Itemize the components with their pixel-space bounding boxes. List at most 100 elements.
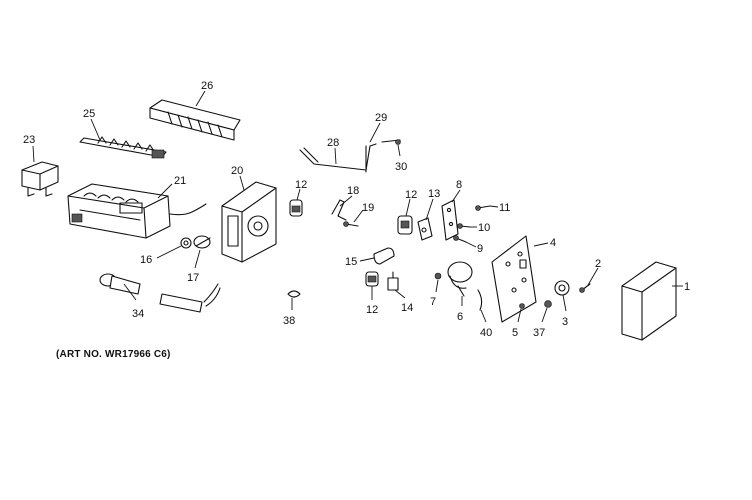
art-number-caption: (ART NO. WR17966 C6) [56, 349, 171, 360]
part-14-connector [387, 271, 399, 291]
callout-label: 40 [480, 327, 492, 339]
callout-37: 37 [533, 307, 548, 339]
part-1-cover [621, 261, 677, 341]
callout-19: 19 [353, 202, 374, 223]
part-15-plug [373, 247, 395, 265]
callout-label: 9 [477, 243, 483, 255]
part-9-screw [453, 235, 467, 243]
callout-3: 3 [562, 294, 568, 328]
callout-label: 16 [140, 254, 152, 266]
part-2-screw [579, 283, 591, 293]
part-wire-harness [159, 283, 221, 313]
callout-21: 21 [157, 175, 186, 199]
part-26-cover [149, 99, 241, 141]
part-12-clip-a [289, 199, 303, 217]
callout-6: 6 [457, 296, 463, 323]
callout-label: 12 [366, 304, 378, 316]
part-7-screw [434, 272, 442, 280]
callout-label: 12 [405, 189, 417, 201]
part-5-screw [519, 303, 525, 309]
callout-label: 12 [295, 179, 307, 191]
part-10-screw [457, 223, 471, 229]
part-13-switch [417, 217, 433, 241]
part-40-wire [477, 289, 483, 311]
callout-label: 2 [595, 258, 601, 270]
part-6-motor [447, 261, 473, 297]
part-21-ice-mold [67, 183, 207, 239]
part-28-shutoff-arm [299, 139, 401, 173]
callout-12c: 12 [366, 286, 378, 316]
callout-label: 29 [375, 112, 387, 124]
callout-label: 11 [499, 202, 510, 214]
callout-16: 16 [140, 245, 182, 266]
callout-15: 15 [345, 256, 375, 268]
part-34-fill-cup [99, 273, 141, 295]
callout-label: 7 [430, 296, 436, 308]
callout-label: 18 [347, 185, 359, 197]
callout-12a: 12 [295, 179, 307, 201]
callout-label: 5 [512, 327, 518, 339]
callout-label: 19 [362, 202, 374, 214]
callout-label: 15 [345, 256, 357, 268]
callout-label: 21 [174, 175, 186, 187]
part-4-mounting-plate [491, 235, 537, 323]
callout-label: 8 [456, 179, 462, 191]
callout-label: 20 [231, 165, 243, 177]
callout-11: 11 [489, 202, 510, 214]
callout-20: 20 [231, 165, 245, 191]
callout-29: 29 [369, 112, 387, 143]
part-17-thermostat [193, 235, 211, 249]
part-12-clip-b [397, 215, 413, 235]
callout-18: 18 [339, 185, 359, 207]
callout-label: 34 [132, 308, 144, 320]
callout-label: 30 [395, 161, 407, 173]
part-16-nut [180, 237, 192, 249]
callout-label: 23 [23, 134, 35, 146]
callout-5: 5 [512, 308, 522, 339]
callout-4: 4 [533, 237, 556, 249]
part-25-ejector-blade [79, 136, 167, 159]
callout-label: 28 [327, 137, 339, 149]
part-11-screw [475, 205, 491, 211]
callout-28: 28 [327, 137, 339, 165]
callout-label: 10 [478, 222, 490, 234]
callout-23: 23 [23, 134, 35, 163]
callout-10: 10 [470, 222, 490, 234]
callout-label: 6 [457, 311, 463, 323]
callout-13: 13 [425, 188, 440, 221]
part-20-housing [221, 181, 277, 263]
callout-label: 26 [201, 80, 213, 92]
callout-40: 40 [480, 309, 492, 339]
part-19-screw [343, 221, 359, 227]
part-18-bracket [331, 199, 347, 221]
callout-7: 7 [430, 279, 439, 308]
callout-label: 17 [187, 272, 199, 284]
callout-label: 1 [684, 281, 690, 293]
callout-14: 14 [394, 289, 413, 314]
callout-34: 34 [123, 283, 144, 320]
part-23-block [21, 161, 59, 197]
callout-label: 4 [550, 237, 556, 249]
callout-8: 8 [451, 179, 462, 203]
callout-label: 25 [83, 108, 95, 120]
callout-label: 13 [428, 188, 440, 200]
callout-30: 30 [395, 144, 407, 173]
callout-38: 38 [283, 298, 295, 327]
callout-label: 37 [533, 327, 545, 339]
part-12-clip-c [365, 271, 379, 287]
callout-26: 26 [195, 80, 213, 107]
callout-1: 1 [672, 281, 690, 293]
callout-9: 9 [465, 241, 483, 255]
callout-12b: 12 [405, 189, 417, 217]
callout-label: 14 [401, 302, 413, 314]
callout-label: 3 [562, 316, 568, 328]
part-3-gear [554, 280, 570, 296]
callout-17: 17 [187, 249, 201, 284]
part-38-clip [287, 290, 301, 298]
part-37-screw [544, 300, 552, 308]
part-8-bracket [441, 199, 459, 241]
callout-2: 2 [587, 258, 601, 286]
callout-label: 38 [283, 315, 295, 327]
callout-25: 25 [83, 108, 101, 141]
